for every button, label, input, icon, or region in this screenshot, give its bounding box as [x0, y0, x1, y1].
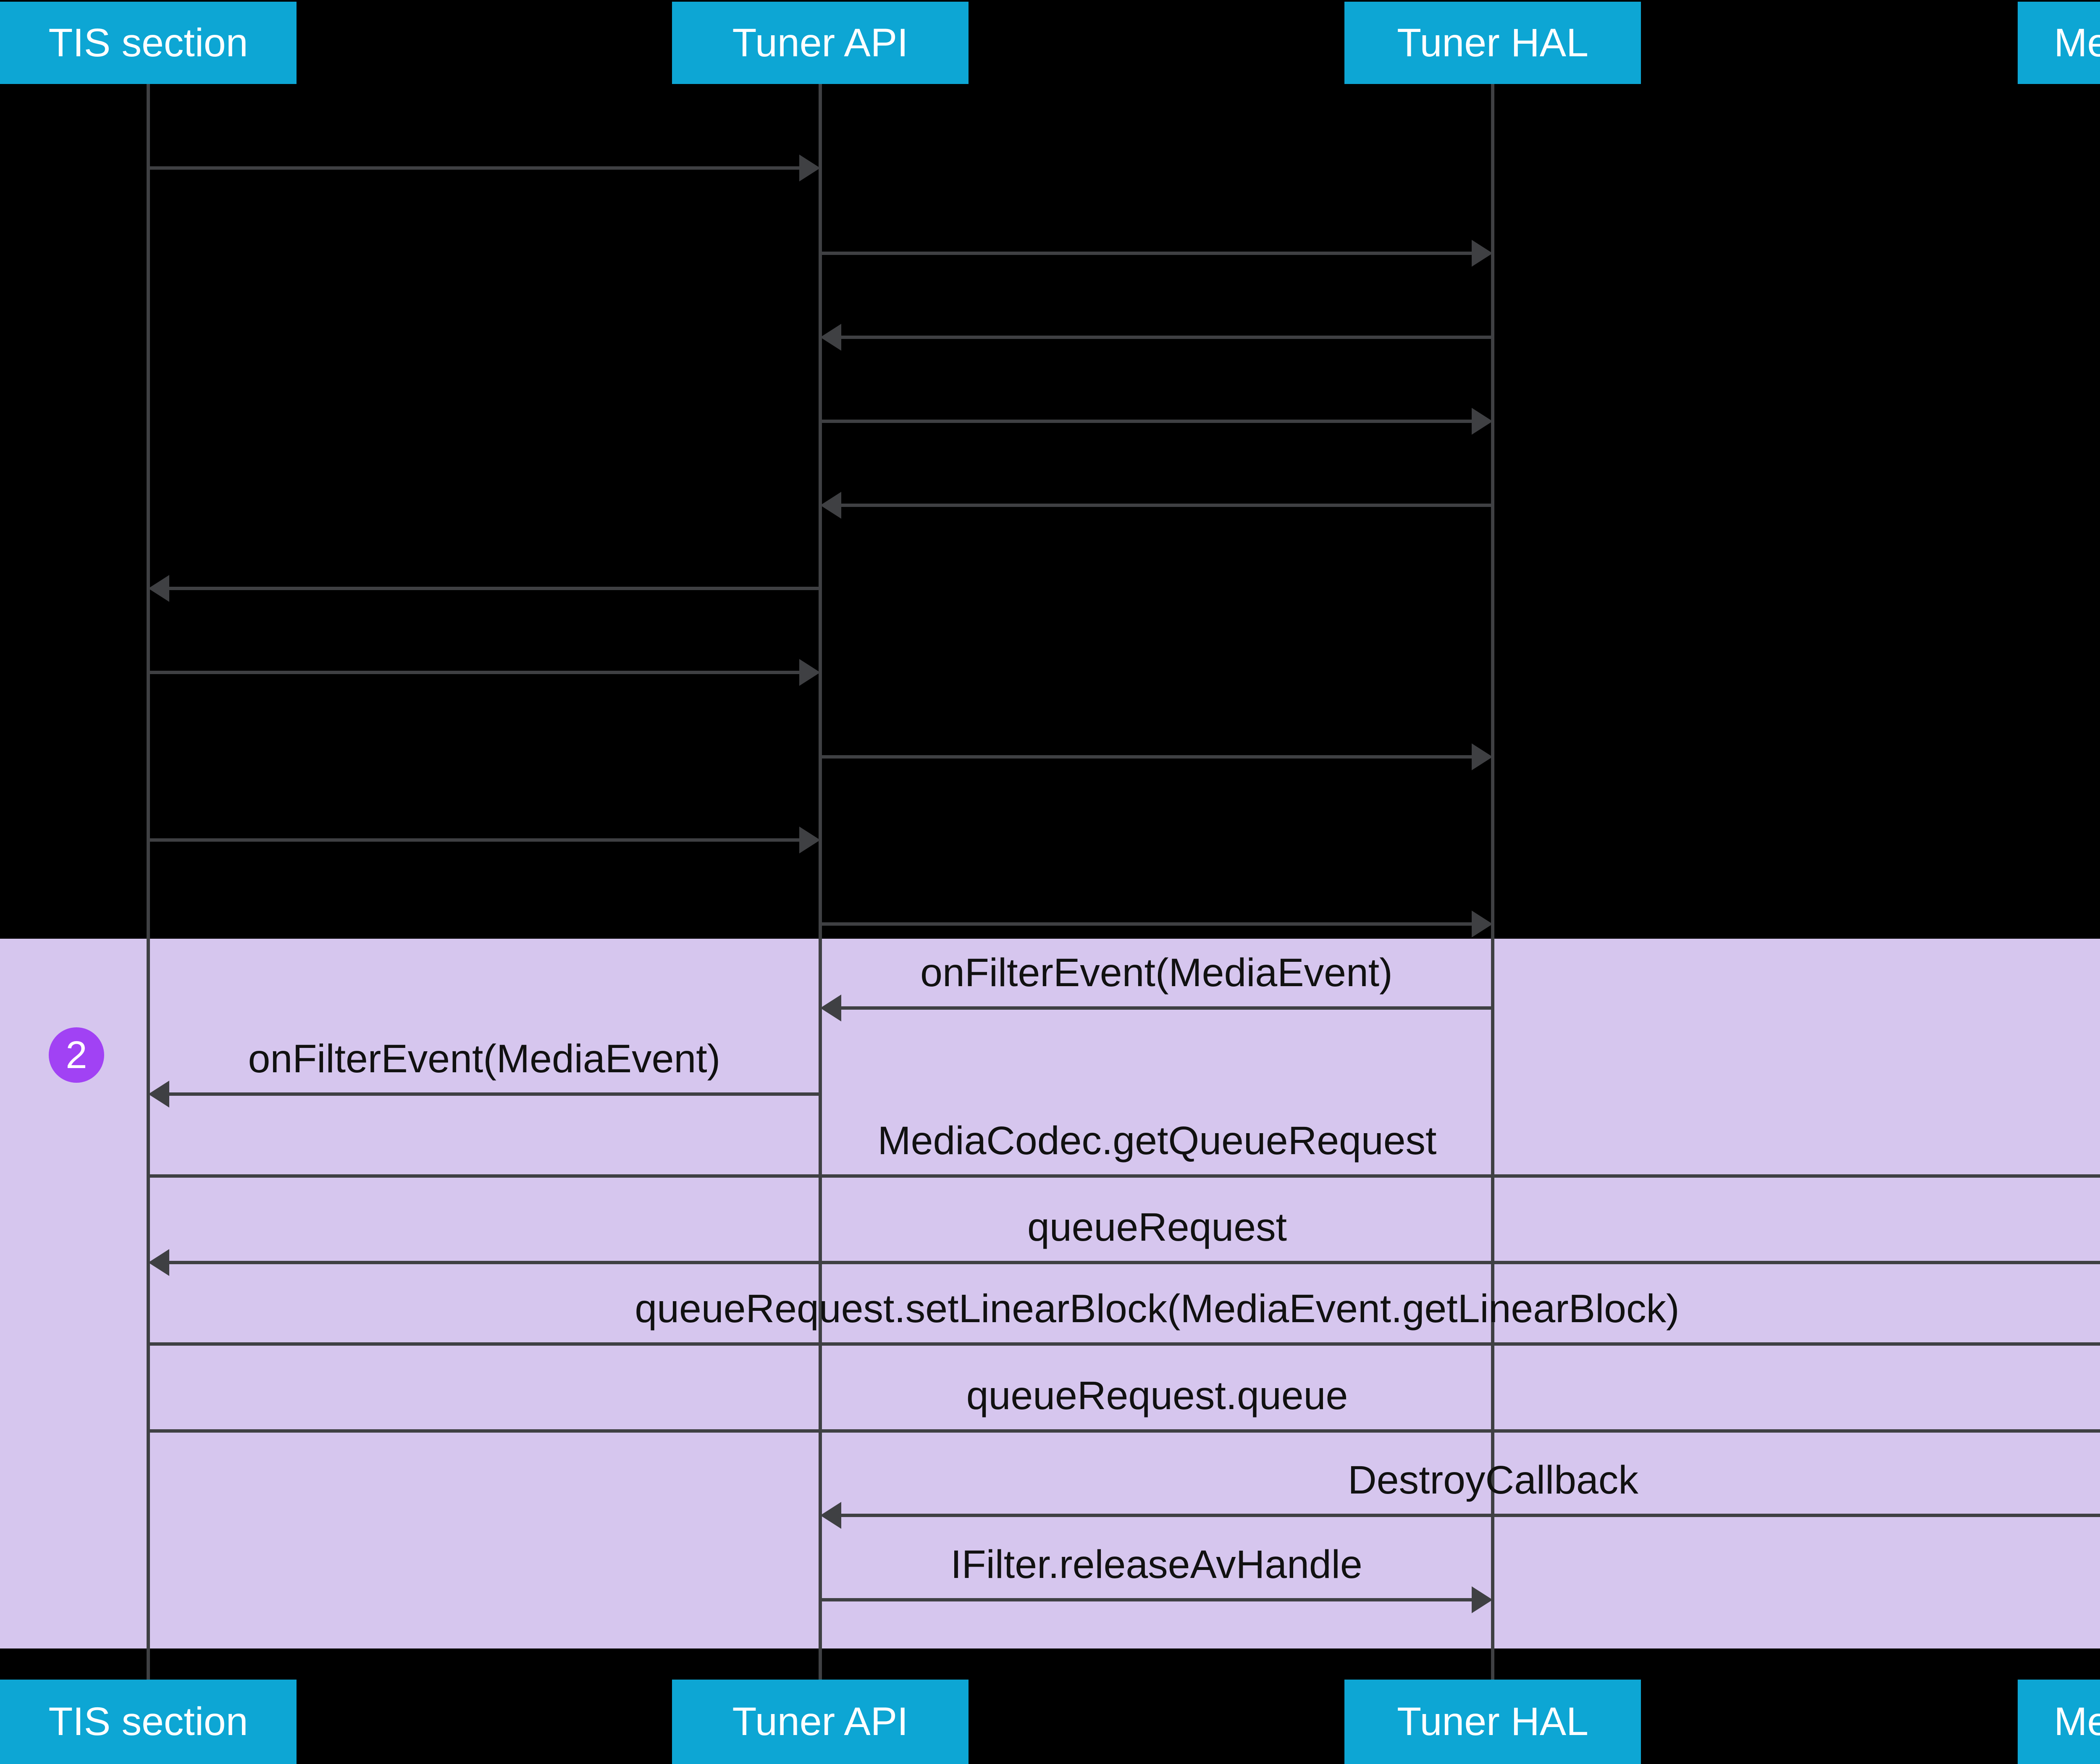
actor-footer-label: Tuner HAL	[1397, 1699, 1588, 1744]
actor-header-label: MediaCodec	[2054, 20, 2100, 65]
message-label: queueRequest.queue	[966, 1373, 1348, 1418]
arrowhead-icon	[799, 659, 820, 686]
message-line	[148, 166, 799, 170]
lifeline-tis-section	[147, 84, 150, 1680]
actor-footer-label: MediaCodec	[2054, 1699, 2100, 1744]
arrowhead-icon	[1472, 1586, 1493, 1613]
message-line	[820, 1598, 1472, 1601]
actor-header-tis-section: TIS section	[0, 2, 297, 84]
arrowhead-icon	[1472, 911, 1493, 937]
message-label: MediaCodec.getQueueRequest	[877, 1118, 1437, 1163]
actor-header-label: Tuner API	[732, 20, 908, 65]
actor-footer-tuner-hal: Tuner HAL	[1344, 1680, 1641, 1764]
highlight-band	[0, 939, 2100, 1648]
message-line	[148, 671, 799, 674]
actor-header-mediacodec: MediaCodec	[2018, 2, 2100, 84]
arrowhead-icon	[148, 575, 169, 602]
actor-footer-tis-section: TIS section	[0, 1680, 297, 1764]
message-label: queueRequest.setLinearBlock(MediaEvent.g…	[635, 1286, 1680, 1331]
lifeline-tuner-api	[819, 84, 822, 1680]
arrowhead-icon	[1472, 743, 1493, 770]
arrowhead-icon	[1472, 408, 1493, 435]
message-label: onFilterEvent(MediaEvent)	[248, 1037, 721, 1081]
actor-header-tuner-hal: Tuner HAL	[1344, 2, 1641, 84]
message-line	[841, 1514, 2100, 1517]
arrowhead-icon	[820, 324, 841, 351]
actor-footer-mediacodec: MediaCodec	[2018, 1680, 2100, 1764]
arrowhead-icon	[820, 995, 841, 1021]
actor-footer-label: Tuner API	[732, 1699, 908, 1744]
arrowhead-icon	[148, 1081, 169, 1108]
step-number-badge-label: 2	[66, 1033, 87, 1076]
arrowhead-icon	[820, 1502, 841, 1529]
arrowhead-icon	[820, 492, 841, 519]
step-number-badge: 2	[49, 1027, 104, 1083]
message-label: onFilterEvent(MediaEvent)	[920, 950, 1393, 995]
message-line	[820, 755, 1472, 759]
arrowhead-icon	[799, 155, 820, 181]
message-line	[820, 922, 1472, 926]
actor-header-label: Tuner HAL	[1397, 20, 1588, 65]
message-label: DestroyCallback	[1348, 1458, 1638, 1502]
message-label: queueRequest	[1027, 1205, 1287, 1250]
message-label: IFilter.releaseAvHandle	[950, 1542, 1362, 1587]
lifeline-tuner-hal	[1491, 84, 1494, 1680]
message-line	[841, 504, 1493, 507]
message-line	[148, 838, 799, 842]
message-line	[169, 1092, 820, 1096]
message-line	[169, 587, 820, 590]
message-line	[820, 420, 1472, 423]
actor-header-tuner-api: Tuner API	[672, 2, 969, 84]
message-line	[148, 1342, 2100, 1346]
arrowhead-icon	[148, 1249, 169, 1276]
actor-header-label: TIS section	[48, 20, 248, 65]
message-line	[148, 1174, 2100, 1178]
message-line	[841, 336, 1493, 339]
actor-footer-tuner-api: Tuner API	[672, 1680, 969, 1764]
message-line	[841, 1006, 1493, 1010]
actor-footer-label: TIS section	[48, 1699, 248, 1744]
arrowhead-icon	[1472, 240, 1493, 267]
message-line	[820, 252, 1472, 255]
arrowhead-icon	[799, 827, 820, 853]
message-line	[148, 1429, 2100, 1433]
message-line	[169, 1261, 2100, 1264]
